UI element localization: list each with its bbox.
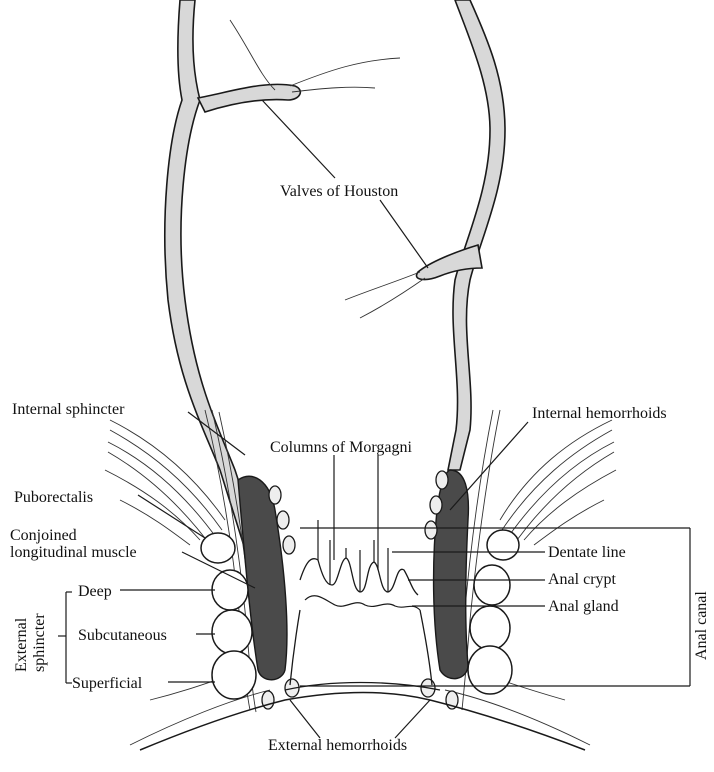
label-external-hemorrhoids: External hemorrhoids	[268, 737, 407, 754]
columns-of-morgagni	[139, 520, 586, 751]
label-columns-of-morgagni: Columns of Morgagni	[270, 439, 412, 456]
label-dentate-line: Dentate line	[548, 544, 626, 561]
internal-hemorrhoid-cells	[268, 470, 449, 555]
label-valves-of-houston: Valves of Houston	[280, 183, 398, 200]
label-conjoined-line2: longitudinal muscle	[10, 544, 137, 561]
label-external-sphincter-line2: sphincter	[31, 613, 48, 672]
label-internal-hemorrhoids: Internal hemorrhoids	[532, 405, 667, 422]
label-anal-gland: Anal gland	[548, 598, 619, 615]
external-sphincter-rings-left	[200, 532, 257, 700]
external-hemorrhoid-cells	[261, 678, 459, 710]
internal-sphincter-muscle	[237, 469, 470, 681]
label-conjoined-line1: Conjoined	[10, 527, 77, 544]
label-subcutaneous: Subcutaneous	[78, 627, 167, 644]
label-superficial: Superficial	[72, 675, 143, 692]
label-anal-crypt: Anal crypt	[548, 571, 617, 588]
external-sphincter-rings-right	[467, 529, 520, 695]
label-deep: Deep	[78, 583, 112, 600]
anal-canal-bracket	[300, 527, 691, 687]
label-external-sphincter-line1: External	[13, 617, 30, 672]
rectal-wall-right	[415, 0, 506, 471]
label-puborectalis: Puborectalis	[14, 489, 93, 506]
external-sphincter-bracket	[58, 591, 72, 684]
label-anal-canal: Anal canal	[693, 591, 710, 660]
leader-lines	[120, 99, 545, 739]
label-internal-sphincter: Internal sphincter	[12, 401, 125, 418]
